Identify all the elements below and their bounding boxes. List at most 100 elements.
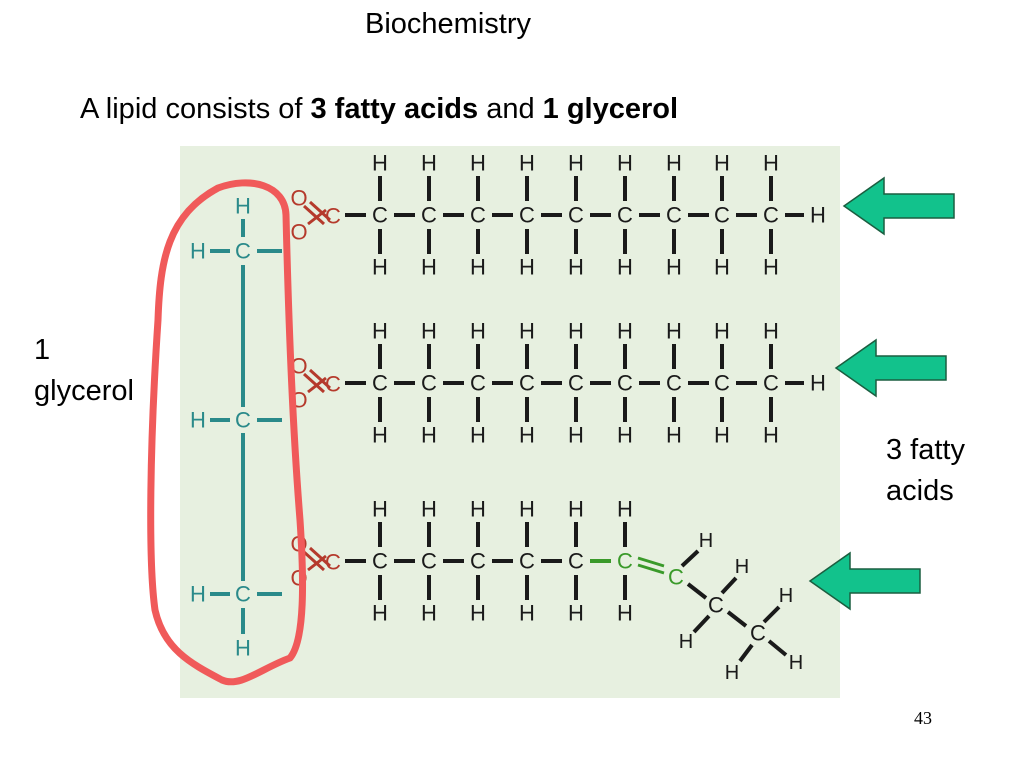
- glycerol-hydrogen: H: [190, 582, 206, 607]
- chain-carbon: C: [470, 371, 486, 396]
- chain-carbon: C: [714, 371, 730, 396]
- subtitle-prefix: A lipid consists of: [80, 93, 311, 125]
- chain-hydrogen: H: [714, 255, 730, 280]
- carbon-bond: [686, 582, 708, 600]
- glycerol-label-text: glycerol: [34, 375, 134, 407]
- glycerol-hydrogen: H: [235, 636, 251, 661]
- carbon-hydrogen-bond: [680, 549, 700, 568]
- chain-hydrogen: H: [789, 652, 803, 674]
- carbon-hydrogen-bond: [738, 643, 754, 663]
- glycerol-carbon: C: [235, 408, 251, 433]
- chain-hydrogen: H: [617, 151, 633, 176]
- chain-hydrogen: H: [617, 497, 633, 522]
- glycerol-highlight-outline: [147, 179, 307, 686]
- chain-hydrogen: H: [679, 631, 693, 653]
- chain-hydrogen: H: [372, 319, 388, 344]
- fatty-acids-label-line2: acids: [886, 475, 954, 507]
- chain-hydrogen: H: [519, 319, 535, 344]
- chain-carbon: C: [763, 371, 779, 396]
- subtitle-and: and: [478, 93, 543, 125]
- chain-hydrogen: H: [470, 423, 486, 448]
- chain-hydrogen: H: [810, 203, 826, 228]
- chain-hydrogen: H: [763, 255, 779, 280]
- chain-carbon: C: [372, 549, 388, 574]
- chain-hydrogen: H: [421, 497, 437, 522]
- chain-hydrogen: H: [617, 255, 633, 280]
- chain-carbon: C: [666, 371, 682, 396]
- subtitle: A lipid consists of 3 fatty acids and 1 …: [80, 93, 678, 126]
- chain-hydrogen: H: [666, 151, 682, 176]
- glycerol-hydrogen: H: [235, 194, 251, 219]
- chain-hydrogen: H: [519, 497, 535, 522]
- chain-carbon: C: [568, 371, 584, 396]
- carbonyl-double-bond: [302, 372, 326, 394]
- chain-hydrogen: H: [519, 601, 535, 626]
- chain-hydrogen: H: [519, 255, 535, 280]
- chain-carbon: C: [666, 203, 682, 228]
- chain-hydrogen: H: [779, 585, 793, 607]
- chain-carbon: C: [668, 565, 684, 590]
- chain-carbon: C: [372, 371, 388, 396]
- carbonyl-double-bond: [308, 546, 332, 568]
- chain-carbon: C: [421, 371, 437, 396]
- subtitle-glycerol: 1 glycerol: [542, 93, 679, 125]
- chain-hydrogen: H: [810, 371, 826, 396]
- chain-hydrogen: H: [568, 423, 584, 448]
- chain-hydrogen: H: [714, 319, 730, 344]
- chain-hydrogen: H: [470, 151, 486, 176]
- glycerol-label: 1 glycerol: [34, 330, 134, 412]
- carbonyl-oxygen: O: [290, 186, 307, 211]
- carbonyl-oxygen: O: [290, 354, 307, 379]
- cis-double-bond: [637, 563, 665, 575]
- chain-carbon: C: [708, 593, 724, 618]
- chain-hydrogen: H: [699, 530, 713, 552]
- chain-hydrogen: H: [568, 601, 584, 626]
- chain-carbon: C: [617, 203, 633, 228]
- chain-carbon: C: [372, 203, 388, 228]
- chain-carbon: C: [714, 203, 730, 228]
- carbonyl-double-bond: [308, 368, 332, 390]
- chain-hydrogen: H: [421, 255, 437, 280]
- chain-carbon: C: [568, 549, 584, 574]
- cis-double-bond: [637, 556, 665, 568]
- chain-hydrogen: H: [617, 423, 633, 448]
- glycerol-hydrogen: H: [190, 408, 206, 433]
- chain-hydrogen: H: [666, 319, 682, 344]
- chain-hydrogen: H: [421, 601, 437, 626]
- chain-hydrogen: H: [372, 255, 388, 280]
- carbonyl-double-bond: [302, 550, 326, 572]
- chain-hydrogen: H: [470, 601, 486, 626]
- chain-hydrogen: H: [372, 601, 388, 626]
- chain-hydrogen: H: [714, 151, 730, 176]
- chain-carbon: C: [617, 549, 633, 574]
- carbon-hydrogen-bond: [767, 639, 788, 657]
- chain-carbon: C: [519, 203, 535, 228]
- ester-oxygen: O: [290, 220, 307, 245]
- chain-carbon: C: [470, 203, 486, 228]
- slide-title: Biochemistry: [365, 8, 531, 40]
- chain-hydrogen: H: [421, 151, 437, 176]
- arrow-left-icon: [834, 338, 947, 398]
- chain-carbon: C: [568, 203, 584, 228]
- chain-hydrogen: H: [372, 423, 388, 448]
- glycerol-carbon: C: [235, 582, 251, 607]
- carbonyl-double-bond: [302, 204, 326, 226]
- glycerol-hydrogen: H: [190, 239, 206, 264]
- chain-hydrogen: H: [421, 319, 437, 344]
- glycerol-label-count: 1: [34, 334, 51, 366]
- carbon-bond: [726, 610, 748, 628]
- ester-bond: [307, 208, 327, 226]
- arrows: [808, 176, 955, 611]
- chain-hydrogen: H: [519, 151, 535, 176]
- chain-carbon: C: [617, 371, 633, 396]
- chain-hydrogen: H: [470, 255, 486, 280]
- chain-hydrogen: H: [763, 151, 779, 176]
- chain-hydrogen: H: [666, 423, 682, 448]
- subtitle-fatty-acids: 3 fatty acids: [310, 93, 479, 125]
- chain-hydrogen: H: [372, 497, 388, 522]
- chain-hydrogen: H: [372, 151, 388, 176]
- chain-hydrogen: H: [763, 423, 779, 448]
- arrow-left-icon: [842, 176, 955, 236]
